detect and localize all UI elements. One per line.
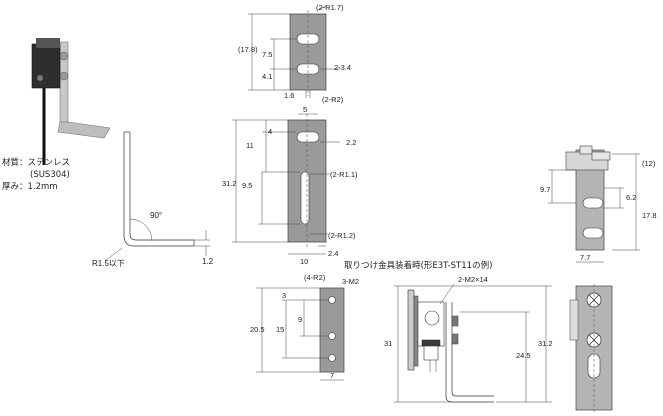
bend-radius-label: R1.5以下 — [92, 259, 125, 268]
mid-d4: 4 — [268, 127, 272, 136]
mounted-front-view — [569, 284, 613, 412]
thickness-label: 厚み：1.2mm — [2, 182, 58, 192]
right-d12: (12) — [642, 159, 656, 168]
bottom-d7: 7 — [330, 371, 334, 380]
right-d77: 7.7 — [580, 253, 590, 262]
side-profile — [105, 131, 210, 261]
mounted-d312: 31.2 — [538, 339, 553, 348]
mid-d24: 2.4 — [328, 249, 338, 258]
mid-d11: 11 — [246, 141, 254, 150]
top-radius-label: (2-R1.7) — [316, 3, 344, 12]
top-plate — [248, 5, 340, 98]
mounted-side-view — [394, 283, 552, 403]
mid-d5: 5 — [303, 105, 307, 114]
bottom-d9: 9 — [298, 315, 302, 324]
top-height-label: (17.8) — [238, 45, 258, 54]
mounted-screws: 2-M2×14 — [458, 275, 488, 284]
bottom-d205: 20.5 — [250, 325, 265, 334]
bottom-m2: 3-M2 — [342, 277, 359, 286]
angle-label: 90° — [150, 211, 162, 220]
mounted-title: 取りつけ金具装着時(形E3T-ST11の例) — [344, 260, 492, 271]
right-d62: 6.2 — [626, 193, 636, 202]
mounted-d245: 24.5 — [516, 351, 531, 360]
sensor-photo — [31, 38, 111, 165]
mid-d95: 9.5 — [242, 181, 252, 190]
bottom-d3: 3 — [282, 291, 286, 300]
bottom-plate — [256, 287, 345, 381]
mid-d312: 31.2 — [222, 179, 237, 188]
mounted-d31: 31 — [384, 339, 392, 348]
bottom-d15: 15 — [276, 325, 284, 334]
right-d178: 17.8 — [642, 211, 657, 220]
mid-d10: 10 — [300, 257, 308, 266]
thickness-dim: 1.2 — [202, 257, 214, 266]
mid-r11: (2-R1.1) — [330, 170, 358, 179]
material-grade: (SUS304) — [30, 170, 70, 180]
top-d41: 4.1 — [262, 72, 272, 81]
right-view — [548, 145, 640, 263]
middle-plate — [232, 113, 340, 255]
top-d34: 2-3.4 — [334, 63, 351, 72]
right-d97: 9.7 — [540, 185, 550, 194]
mid-r12: (2-R1.2) — [328, 231, 356, 240]
bottom-radius: (4-R2) — [304, 273, 326, 282]
mid-radius-top: (2-R2) — [322, 95, 344, 104]
mid-d22: 2.2 — [346, 138, 356, 147]
material-label: 材質：ステンレス — [2, 157, 70, 168]
top-d75: 7.5 — [262, 50, 272, 59]
top-d16: 1.6 — [284, 91, 294, 100]
